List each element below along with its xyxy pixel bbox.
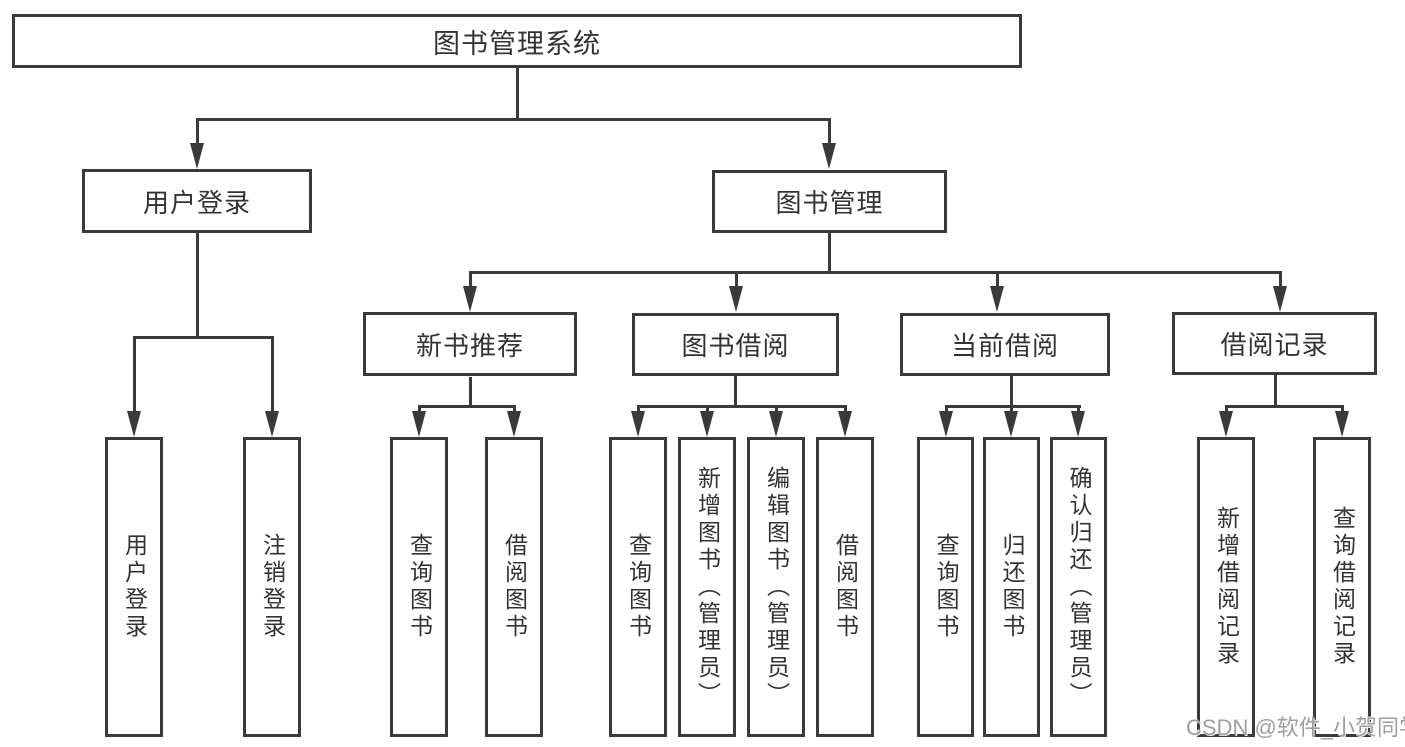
arrow-down-icon <box>631 411 645 437</box>
leaf-label: 确认归还（管理员） <box>1066 465 1092 709</box>
leaf-return-books: 归还图书 <box>983 437 1040 737</box>
node-library-system: 图书管理系统 <box>12 14 1022 68</box>
connector-h-line <box>418 405 516 408</box>
connector-h-line <box>196 118 831 121</box>
arrow-down-icon <box>990 286 1004 312</box>
connector-h-line <box>637 405 847 408</box>
leaf-query-books-current: 查询图书 <box>917 437 974 737</box>
arrow-down-icon <box>769 411 783 437</box>
arrow-down-icon <box>412 411 426 437</box>
connector-h-line <box>469 271 1282 274</box>
node-current-borrow: 当前借阅 <box>900 313 1110 376</box>
node-label: 图书管理 <box>775 188 884 218</box>
csdn-watermark: CSDN @软件_小贺同学 <box>1186 715 1405 740</box>
node-label: 当前借阅 <box>950 331 1059 361</box>
leaf-label: 新增借阅记录 <box>1213 506 1240 668</box>
node-new-book-recommend: 新书推荐 <box>363 312 577 376</box>
arrow-down-icon <box>822 143 836 169</box>
arrow-down-icon <box>1071 411 1085 437</box>
leaf-confirm-return-admin: 确认归还（管理员） <box>1050 437 1107 737</box>
connector-v-line <box>1274 375 1277 408</box>
node-book-borrow: 图书借阅 <box>632 313 839 376</box>
arrow-down-icon <box>838 411 852 437</box>
node-label: 图书借阅 <box>681 331 790 361</box>
connector-v-line <box>516 68 519 118</box>
leaf-user-login: 用户登录 <box>105 437 163 737</box>
node-user-login: 用户登录 <box>82 169 312 233</box>
connector-v-line <box>828 121 831 146</box>
arrow-down-icon <box>1335 411 1349 437</box>
connector-v-line <box>734 376 737 408</box>
node-label: 用户登录 <box>142 187 251 218</box>
leaf-add-borrow-record: 新增借阅记录 <box>1197 437 1255 737</box>
connector-v-line <box>469 274 472 288</box>
connector-v-line <box>1279 274 1282 288</box>
leaf-edit-books-admin: 编辑图书（管理员） <box>747 437 805 737</box>
leaf-query-borrow-record: 查询借阅记录 <box>1313 437 1371 737</box>
arrow-down-icon <box>1004 411 1018 437</box>
leaf-label: 借阅图书 <box>501 533 528 641</box>
connector-v-line <box>133 339 136 412</box>
arrow-down-icon <box>463 286 477 312</box>
leaf-label: 查询借阅记录 <box>1329 506 1356 668</box>
connector-v-line <box>1010 376 1013 408</box>
leaf-borrow-books-newbooks: 借阅图书 <box>485 437 543 737</box>
node-book-management: 图书管理 <box>712 170 947 233</box>
connector-v-line <box>271 339 274 412</box>
arrow-down-icon <box>190 143 204 169</box>
node-borrow-records: 借阅记录 <box>1172 312 1377 375</box>
arrow-down-icon <box>729 286 743 312</box>
leaf-label: 借阅图书 <box>832 533 859 641</box>
leaf-label: 新增图书（管理员） <box>694 465 721 709</box>
node-label: 图书管理系统 <box>433 28 601 59</box>
leaf-query-books-borrow: 查询图书 <box>609 437 667 737</box>
leaf-label: 归还图书 <box>999 533 1025 641</box>
connector-h-line <box>133 336 274 339</box>
connector-v-line <box>735 274 738 288</box>
connector-h-line <box>945 405 1081 408</box>
node-label: 借阅记录 <box>1220 330 1329 360</box>
leaf-label: 用户登录 <box>121 533 148 641</box>
arrow-down-icon <box>265 411 279 437</box>
leaf-label: 编辑图书（管理员） <box>763 465 790 709</box>
connector-v-line <box>196 233 199 339</box>
arrow-down-icon <box>127 411 141 437</box>
connector-v-line <box>196 121 199 146</box>
arrow-down-icon <box>939 411 953 437</box>
leaf-logout: 注销登录 <box>243 437 301 737</box>
leaf-label: 查询图书 <box>933 533 959 641</box>
connector-v-line <box>996 274 999 288</box>
arrow-down-icon <box>1273 286 1287 312</box>
arrow-down-icon <box>507 411 521 437</box>
leaf-label: 注销登录 <box>259 533 286 641</box>
connector-v-line <box>469 377 472 408</box>
connector-v-line <box>828 233 831 274</box>
leaf-label: 查询图书 <box>406 533 433 641</box>
connector-h-line <box>1225 405 1344 408</box>
leaf-add-books-admin: 新增图书（管理员） <box>678 437 736 737</box>
arrow-down-icon <box>1219 411 1233 437</box>
leaf-query-books-newbooks: 查询图书 <box>390 437 448 737</box>
leaf-label: 查询图书 <box>625 533 652 641</box>
arrow-down-icon <box>700 411 714 437</box>
node-label: 新书推荐 <box>415 330 524 361</box>
leaf-borrow-books-borrow: 借阅图书 <box>816 437 874 737</box>
